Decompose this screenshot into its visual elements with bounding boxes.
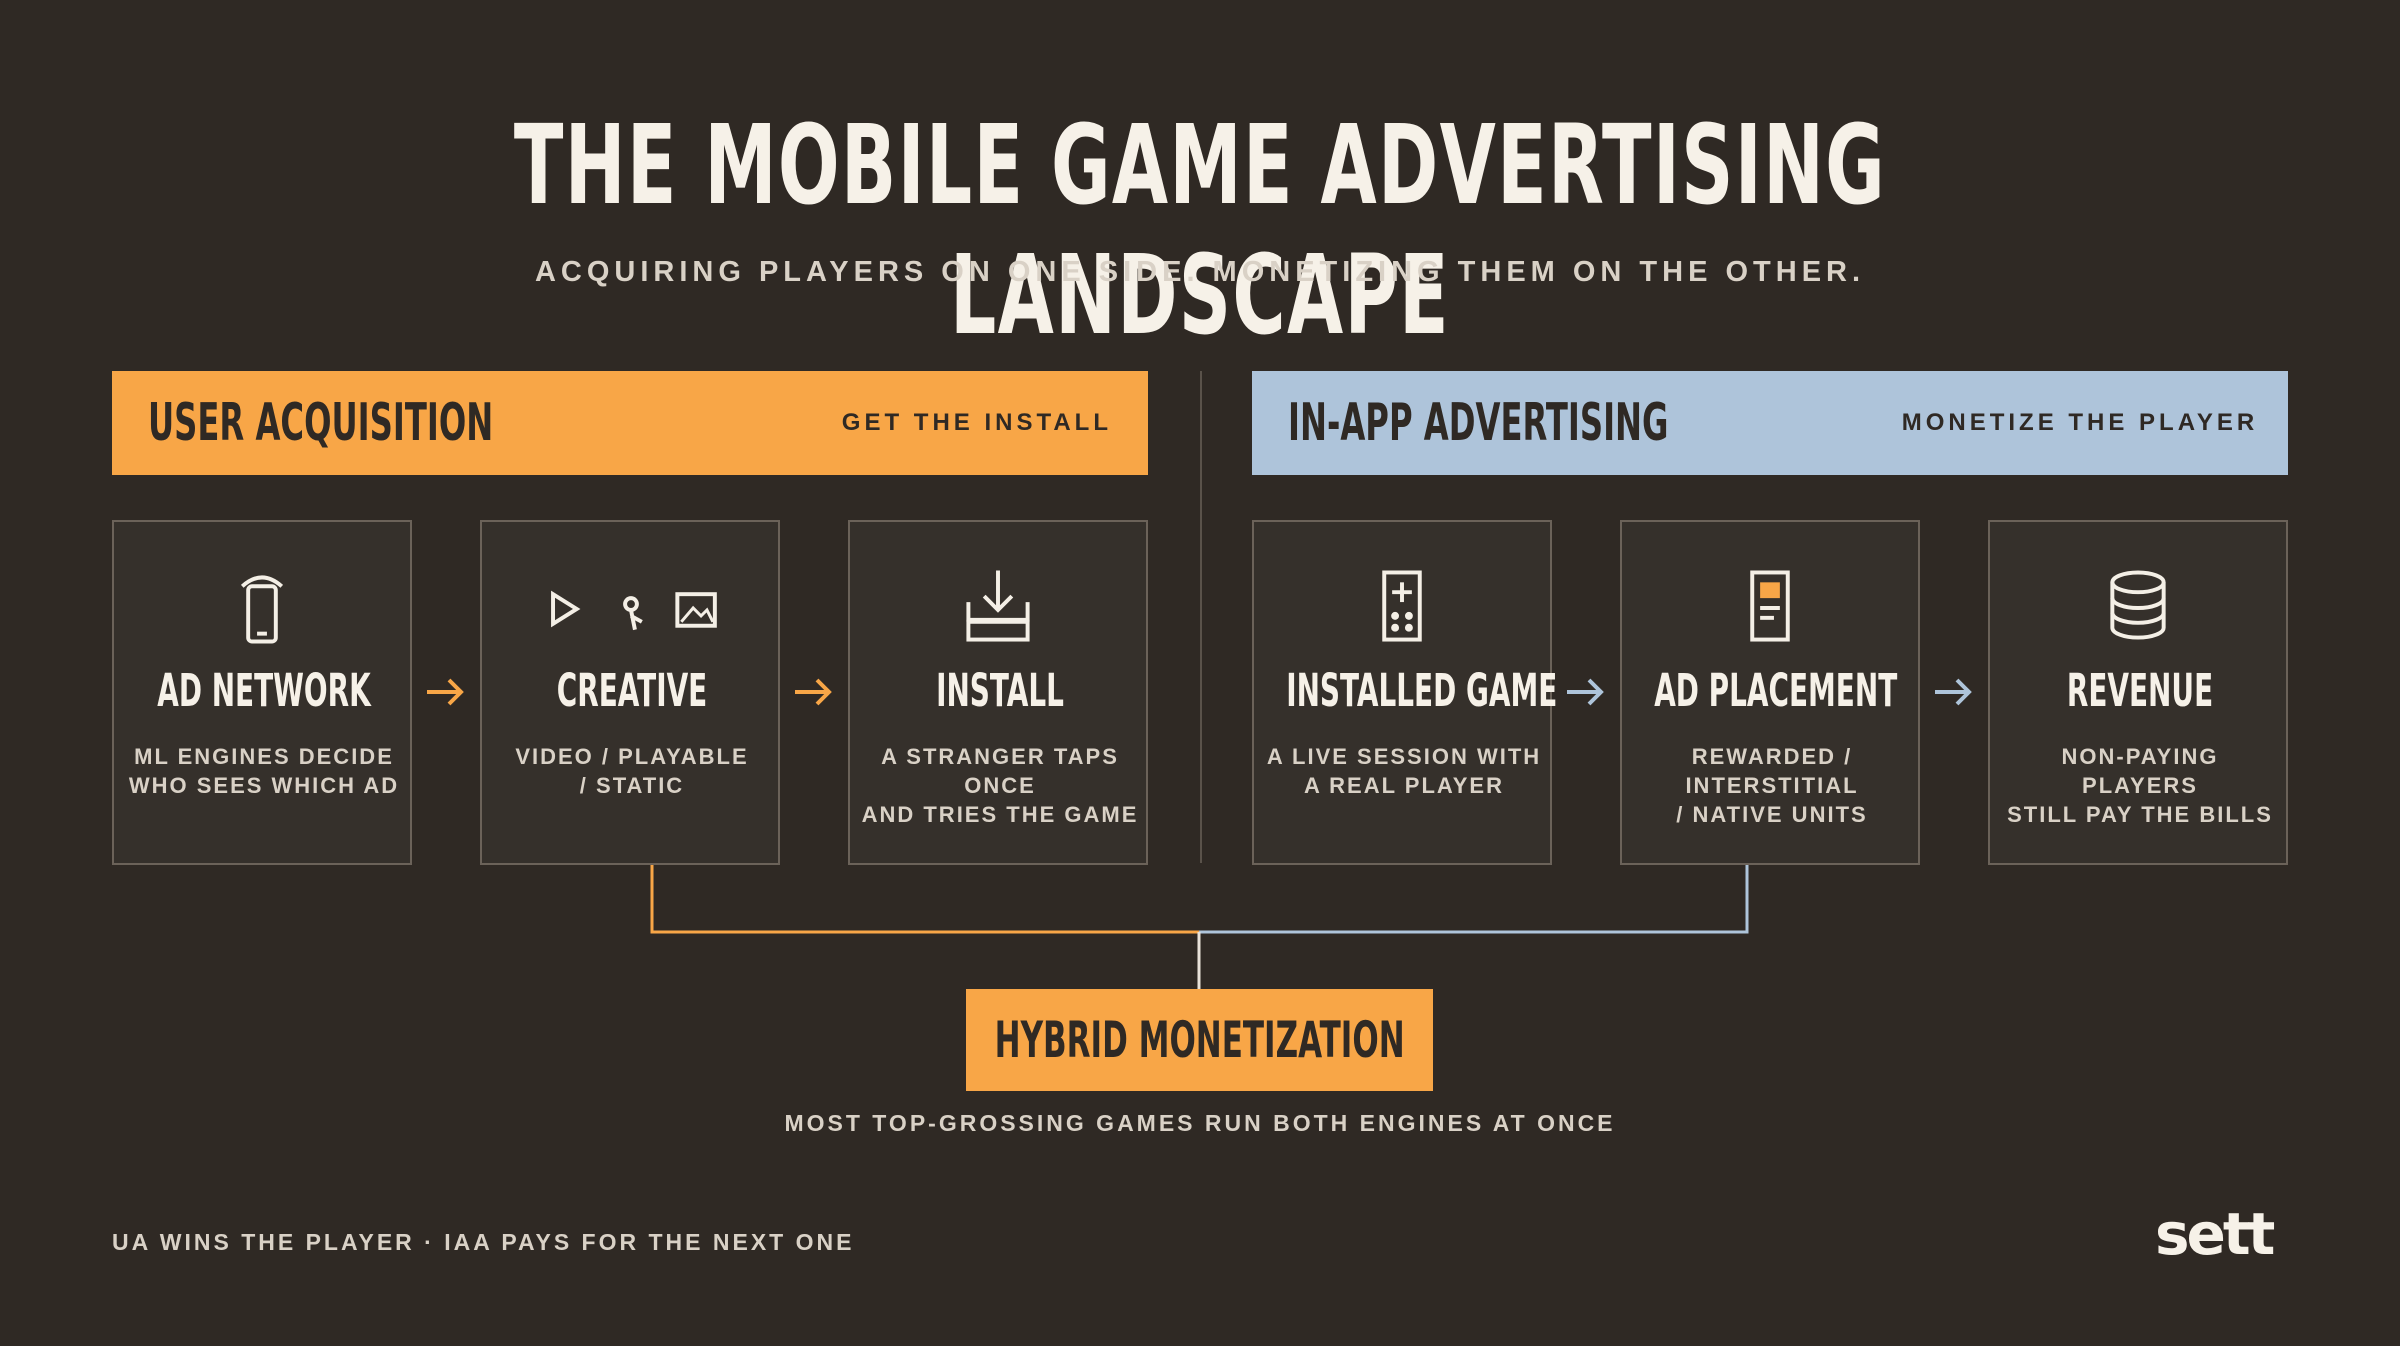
in-app-advertising-title: IN-APP ADVERTISING [1288, 393, 1669, 453]
gamepad-icon [1382, 570, 1422, 642]
ad-unit-icon [1750, 570, 1790, 642]
phone-icon [240, 575, 284, 644]
user-acquisition-tag: GET THE INSTALL [841, 409, 1112, 436]
card-title: CREATIVE [556, 664, 708, 717]
download-icon [966, 570, 1030, 642]
card-creative: CREATIVE VIDEO / PLAYABLE / STATIC [480, 520, 780, 865]
hybrid-monetization-title: HYBRID MONETIZATION [994, 1011, 1405, 1069]
card-install: INSTALL A STRANGER TAPS ONCE AND TRIES T… [848, 520, 1148, 865]
ua-connector-line [650, 865, 1199, 934]
card-desc: ML ENGINES DECIDE WHO SEES WHICH AD [128, 744, 400, 798]
user-acquisition-title: USER ACQUISITION [148, 393, 494, 453]
database-icon [2110, 570, 2166, 640]
page-subtitle: ACQUIRING PLAYERS ON ONE SIDE. MONETIZIN… [534, 256, 1866, 288]
arrow-right-icon [427, 678, 464, 706]
play-icon [551, 590, 581, 628]
arrow-right-icon [795, 678, 832, 706]
card-desc: A STRANGER TAPS ONCE AND TRIES THE GAME [861, 744, 1139, 827]
card-title: AD PLACEMENT [1654, 664, 1898, 717]
user-acquisition-banner: USER ACQUISITION GET THE INSTALL [112, 371, 1148, 475]
arrow-right-icon [1567, 678, 1604, 706]
card-desc: VIDEO / PLAYABLE / STATIC [515, 744, 749, 798]
card-desc: A LIVE SESSION WITH A REAL PLAYER [1266, 744, 1542, 798]
in-app-advertising-banner: IN-APP ADVERTISING MONETIZE THE PLAYER [1252, 371, 2288, 475]
card-ad-network: AD NETWORK ML ENGINES DECIDE WHO SEES WH… [112, 520, 412, 865]
card-ad-placement: AD PLACEMENT REWARDED / INTERSTITIAL / N… [1620, 520, 1920, 865]
card-desc: REWARDED / INTERSTITIAL / NATIVE UNITS [1676, 744, 1868, 827]
tap-icon [623, 596, 643, 631]
card-revenue: REVENUE NON-PAYING PLAYERS STILL PAY THE… [1988, 520, 2288, 865]
card-title: AD NETWORK [157, 664, 371, 717]
sett-logo: sett [2155, 1200, 2275, 1268]
card-desc: NON-PAYING PLAYERS STILL PAY THE BILLS [2007, 744, 2273, 827]
card-installed-game: INSTALLED GAME A LIVE SESSION WITH A REA… [1252, 520, 1558, 865]
in-app-advertising-tag: MONETIZE THE PLAYER [1901, 409, 2259, 436]
section-divider [1200, 371, 1202, 863]
footer-note: UA WINS THE PLAYER · IAA PAYS FOR THE NE… [112, 1229, 855, 1255]
card-title: REVENUE [2066, 664, 2214, 717]
iaa-connector-line [1199, 865, 1749, 934]
hybrid-monetization-desc: MOST TOP-GROSSING GAMES RUN BOTH ENGINES… [784, 1110, 1616, 1136]
arrow-right-icon [1935, 678, 1972, 706]
creative-icons [551, 590, 717, 631]
card-title: INSTALL [936, 664, 1064, 717]
card-title: INSTALLED GAME [1286, 664, 1558, 717]
page-title: THE MOBILE GAME ADVERTISING LANDSCAPE [513, 101, 1887, 359]
hybrid-monetization-box: HYBRID MONETIZATION [966, 989, 1433, 1091]
image-icon [675, 592, 717, 628]
